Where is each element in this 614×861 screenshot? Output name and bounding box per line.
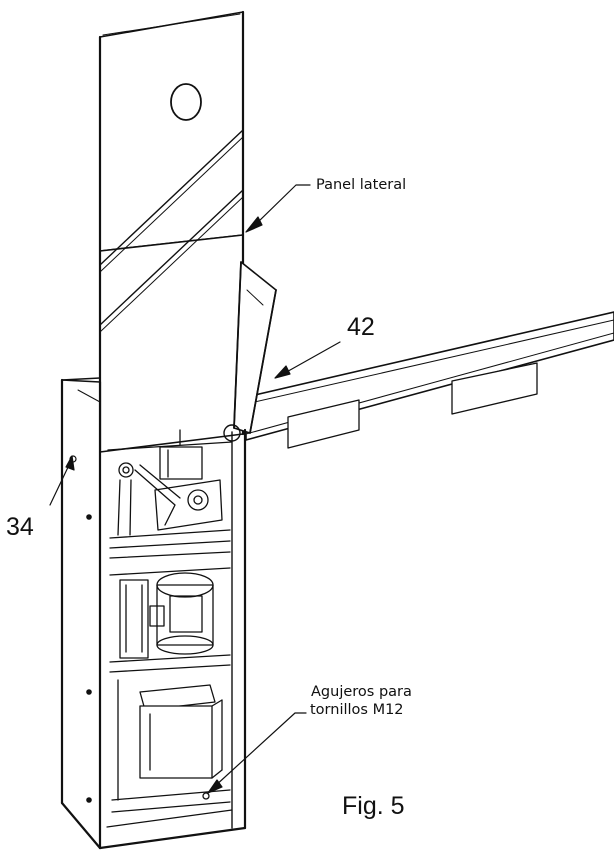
gear-mechanism — [107, 429, 233, 549]
transformer — [111, 679, 231, 813]
holes-label-line1: Agujeros para — [311, 684, 412, 700]
leader-34 — [49, 455, 77, 506]
part-34-label: 34 — [6, 513, 34, 541]
leader-panel-lateral — [245, 184, 311, 233]
leader-holes — [207, 712, 307, 794]
figure-caption: Fig. 5 — [342, 792, 405, 820]
panel-lateral-label: Panel lateral — [316, 177, 407, 193]
part-42-label: 42 — [347, 313, 375, 341]
motor — [109, 551, 231, 673]
holes-label-line2: tornillos M12 — [310, 702, 404, 718]
boom-reflector-2 — [451, 362, 538, 415]
side-panel — [98, 10, 245, 454]
boom-arm — [245, 311, 614, 449]
mounting-hole — [202, 792, 210, 800]
cabinet — [60, 377, 247, 850]
boom-reflector-1 — [287, 399, 360, 449]
leader-42 — [274, 341, 341, 379]
cover-42 — [233, 261, 277, 434]
panel-hole — [170, 83, 202, 121]
